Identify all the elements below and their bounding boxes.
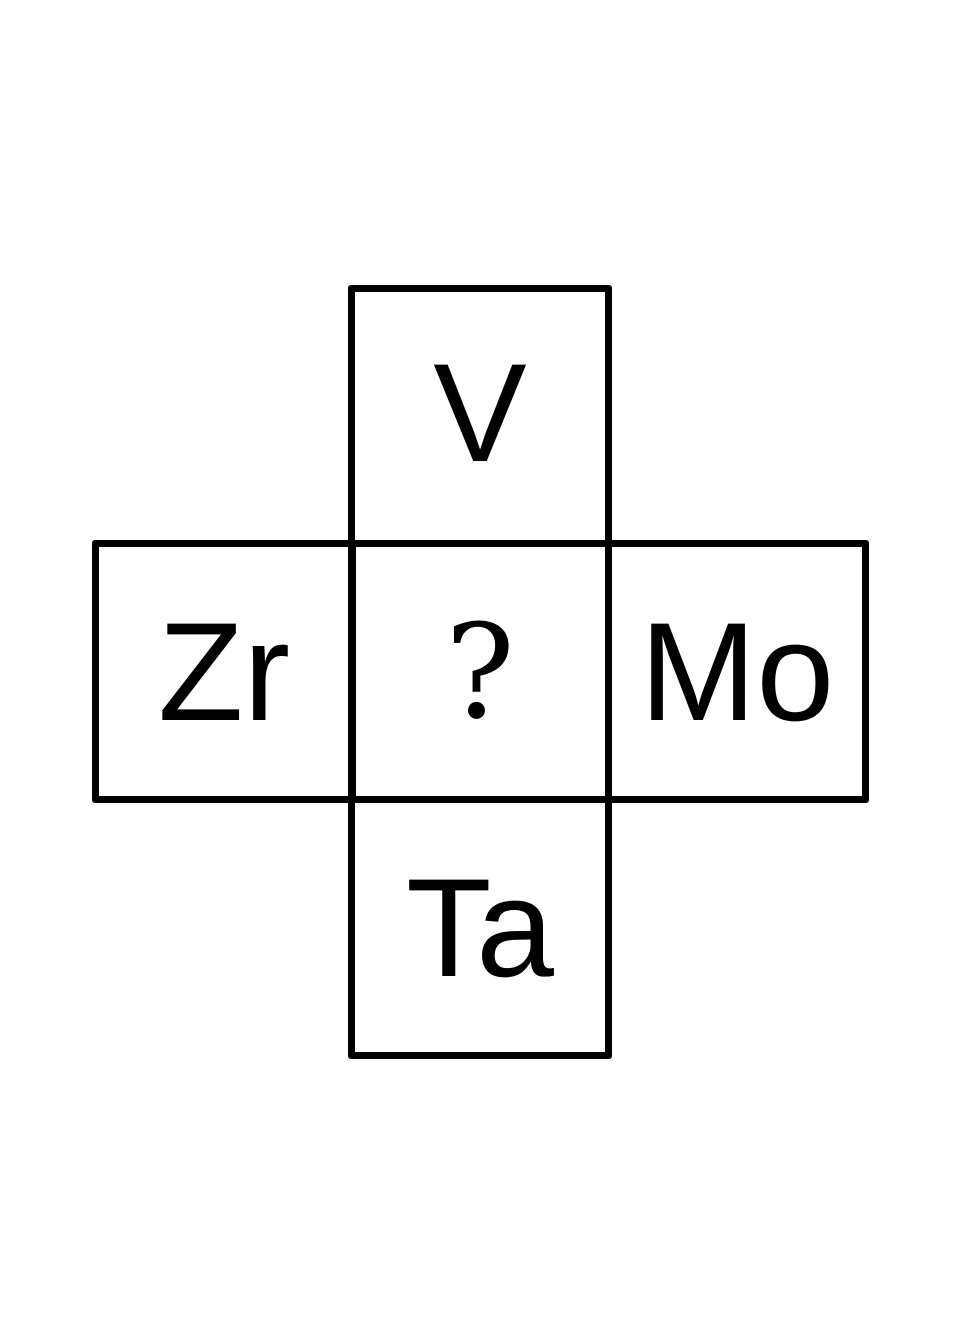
cross-cell-center: ? <box>348 540 612 803</box>
question-mark: ? <box>445 595 515 748</box>
element-symbol-bottom: Ta <box>406 848 554 1006</box>
cross-cell-top: V <box>348 285 612 547</box>
element-symbol-right: Mo <box>639 592 835 750</box>
cross-cell-left: Zr <box>92 540 356 803</box>
element-symbol-left: Zr <box>157 592 291 750</box>
cross-cell-right: Mo <box>605 540 869 803</box>
element-symbol-top: V <box>433 334 527 491</box>
cross-cell-bottom: Ta <box>348 796 612 1059</box>
